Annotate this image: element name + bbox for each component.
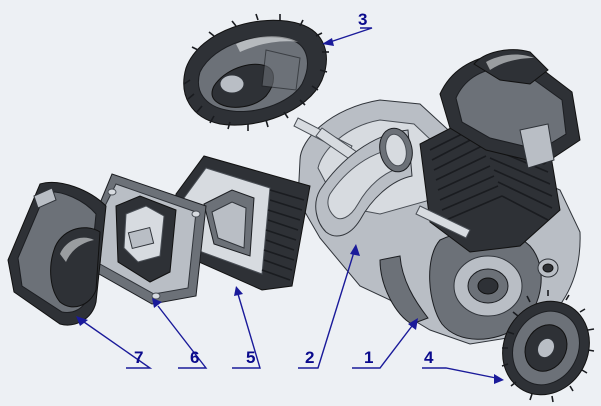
callout-3: 3 xyxy=(358,10,367,29)
part-1-engine-block xyxy=(293,49,581,345)
callout-6: 6 xyxy=(190,348,199,367)
callout-2: 2 xyxy=(305,348,314,367)
part-2-intake-duct xyxy=(315,127,413,237)
part-5-air-filter xyxy=(171,155,311,291)
callout-7: 7 xyxy=(134,348,143,367)
callout-5: 5 xyxy=(246,348,255,367)
part-3-top-cover xyxy=(183,13,329,131)
callout-labels: 3 2 1 4 5 6 7 xyxy=(134,10,434,367)
callout-4: 4 xyxy=(424,348,434,367)
callout-1: 1 xyxy=(364,348,373,367)
callout-leaders xyxy=(76,27,504,384)
part-4-side-cover xyxy=(501,290,595,403)
part-7-filter-cover xyxy=(7,182,107,326)
part-6-filter-base xyxy=(91,173,207,305)
